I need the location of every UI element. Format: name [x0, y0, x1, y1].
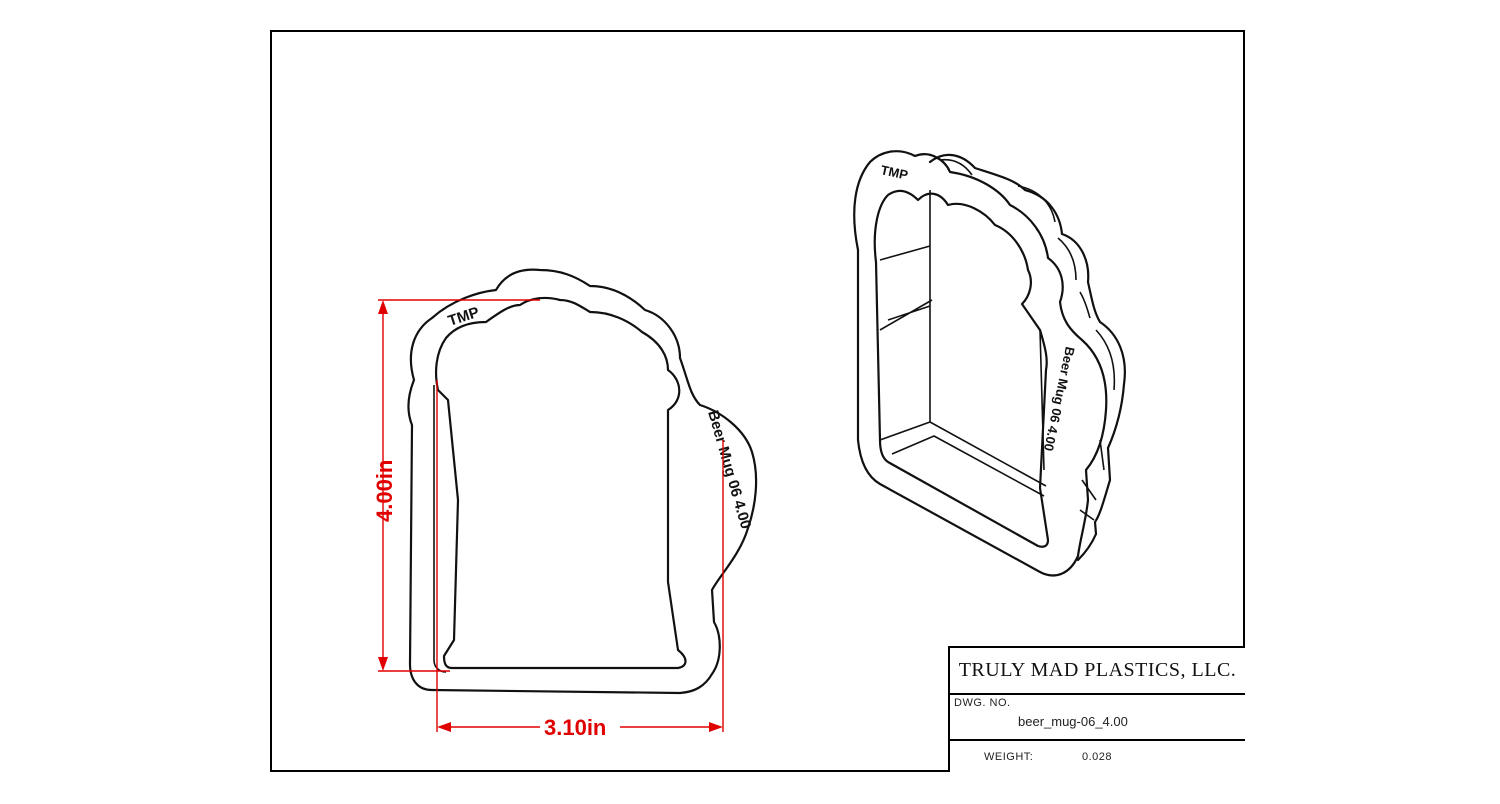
iso-engraving-tmp: TMP — [879, 162, 909, 182]
front-outer-outline — [407, 268, 758, 695]
weight-value: 0.028 — [1082, 751, 1113, 763]
front-inner-outline — [435, 296, 687, 670]
drawing-sheet-border — [270, 30, 1245, 772]
iso-outer-outline — [853, 150, 1108, 577]
front-wall-line — [433, 385, 447, 673]
title-block-company-cell: TRULY MAD PLASTICS, LLC. — [948, 646, 1245, 693]
isometric-view: TMP Beer Mug 06 4.00 — [853, 150, 1126, 577]
front-engraving-beer-mug: Beer Mug 06 4.00 — [704, 408, 754, 531]
width-dimension-label: 3.10in — [544, 715, 606, 740]
company-name: TRULY MAD PLASTICS, LLC. — [958, 659, 1237, 681]
iso-cavity-walls — [879, 190, 1047, 497]
height-dimension-label: 4.00in — [372, 460, 397, 522]
iso-inner-outline — [873, 189, 1050, 548]
dwg-no-label: DWG. NO. — [954, 697, 1011, 709]
title-block-dwg-cell: DWG. NO. beer_mug-06_4.00 — [948, 693, 1245, 739]
width-dimension: 3.10in — [436, 380, 724, 740]
title-block-weight-cell: WEIGHT: 0.028 — [948, 739, 1245, 772]
height-dimension: 4.00in — [372, 299, 540, 672]
iso-back-outline — [928, 153, 1126, 562]
iso-depth-lines — [939, 158, 1116, 521]
dwg-no-value: beer_mug-06_4.00 — [1018, 714, 1128, 729]
weight-label: WEIGHT: — [984, 751, 1034, 763]
title-block: TRULY MAD PLASTICS, LLC. DWG. NO. beer_m… — [948, 646, 1245, 772]
front-view: TMP Beer Mug 06 4.00 4.00in 3.10in — [372, 268, 758, 740]
